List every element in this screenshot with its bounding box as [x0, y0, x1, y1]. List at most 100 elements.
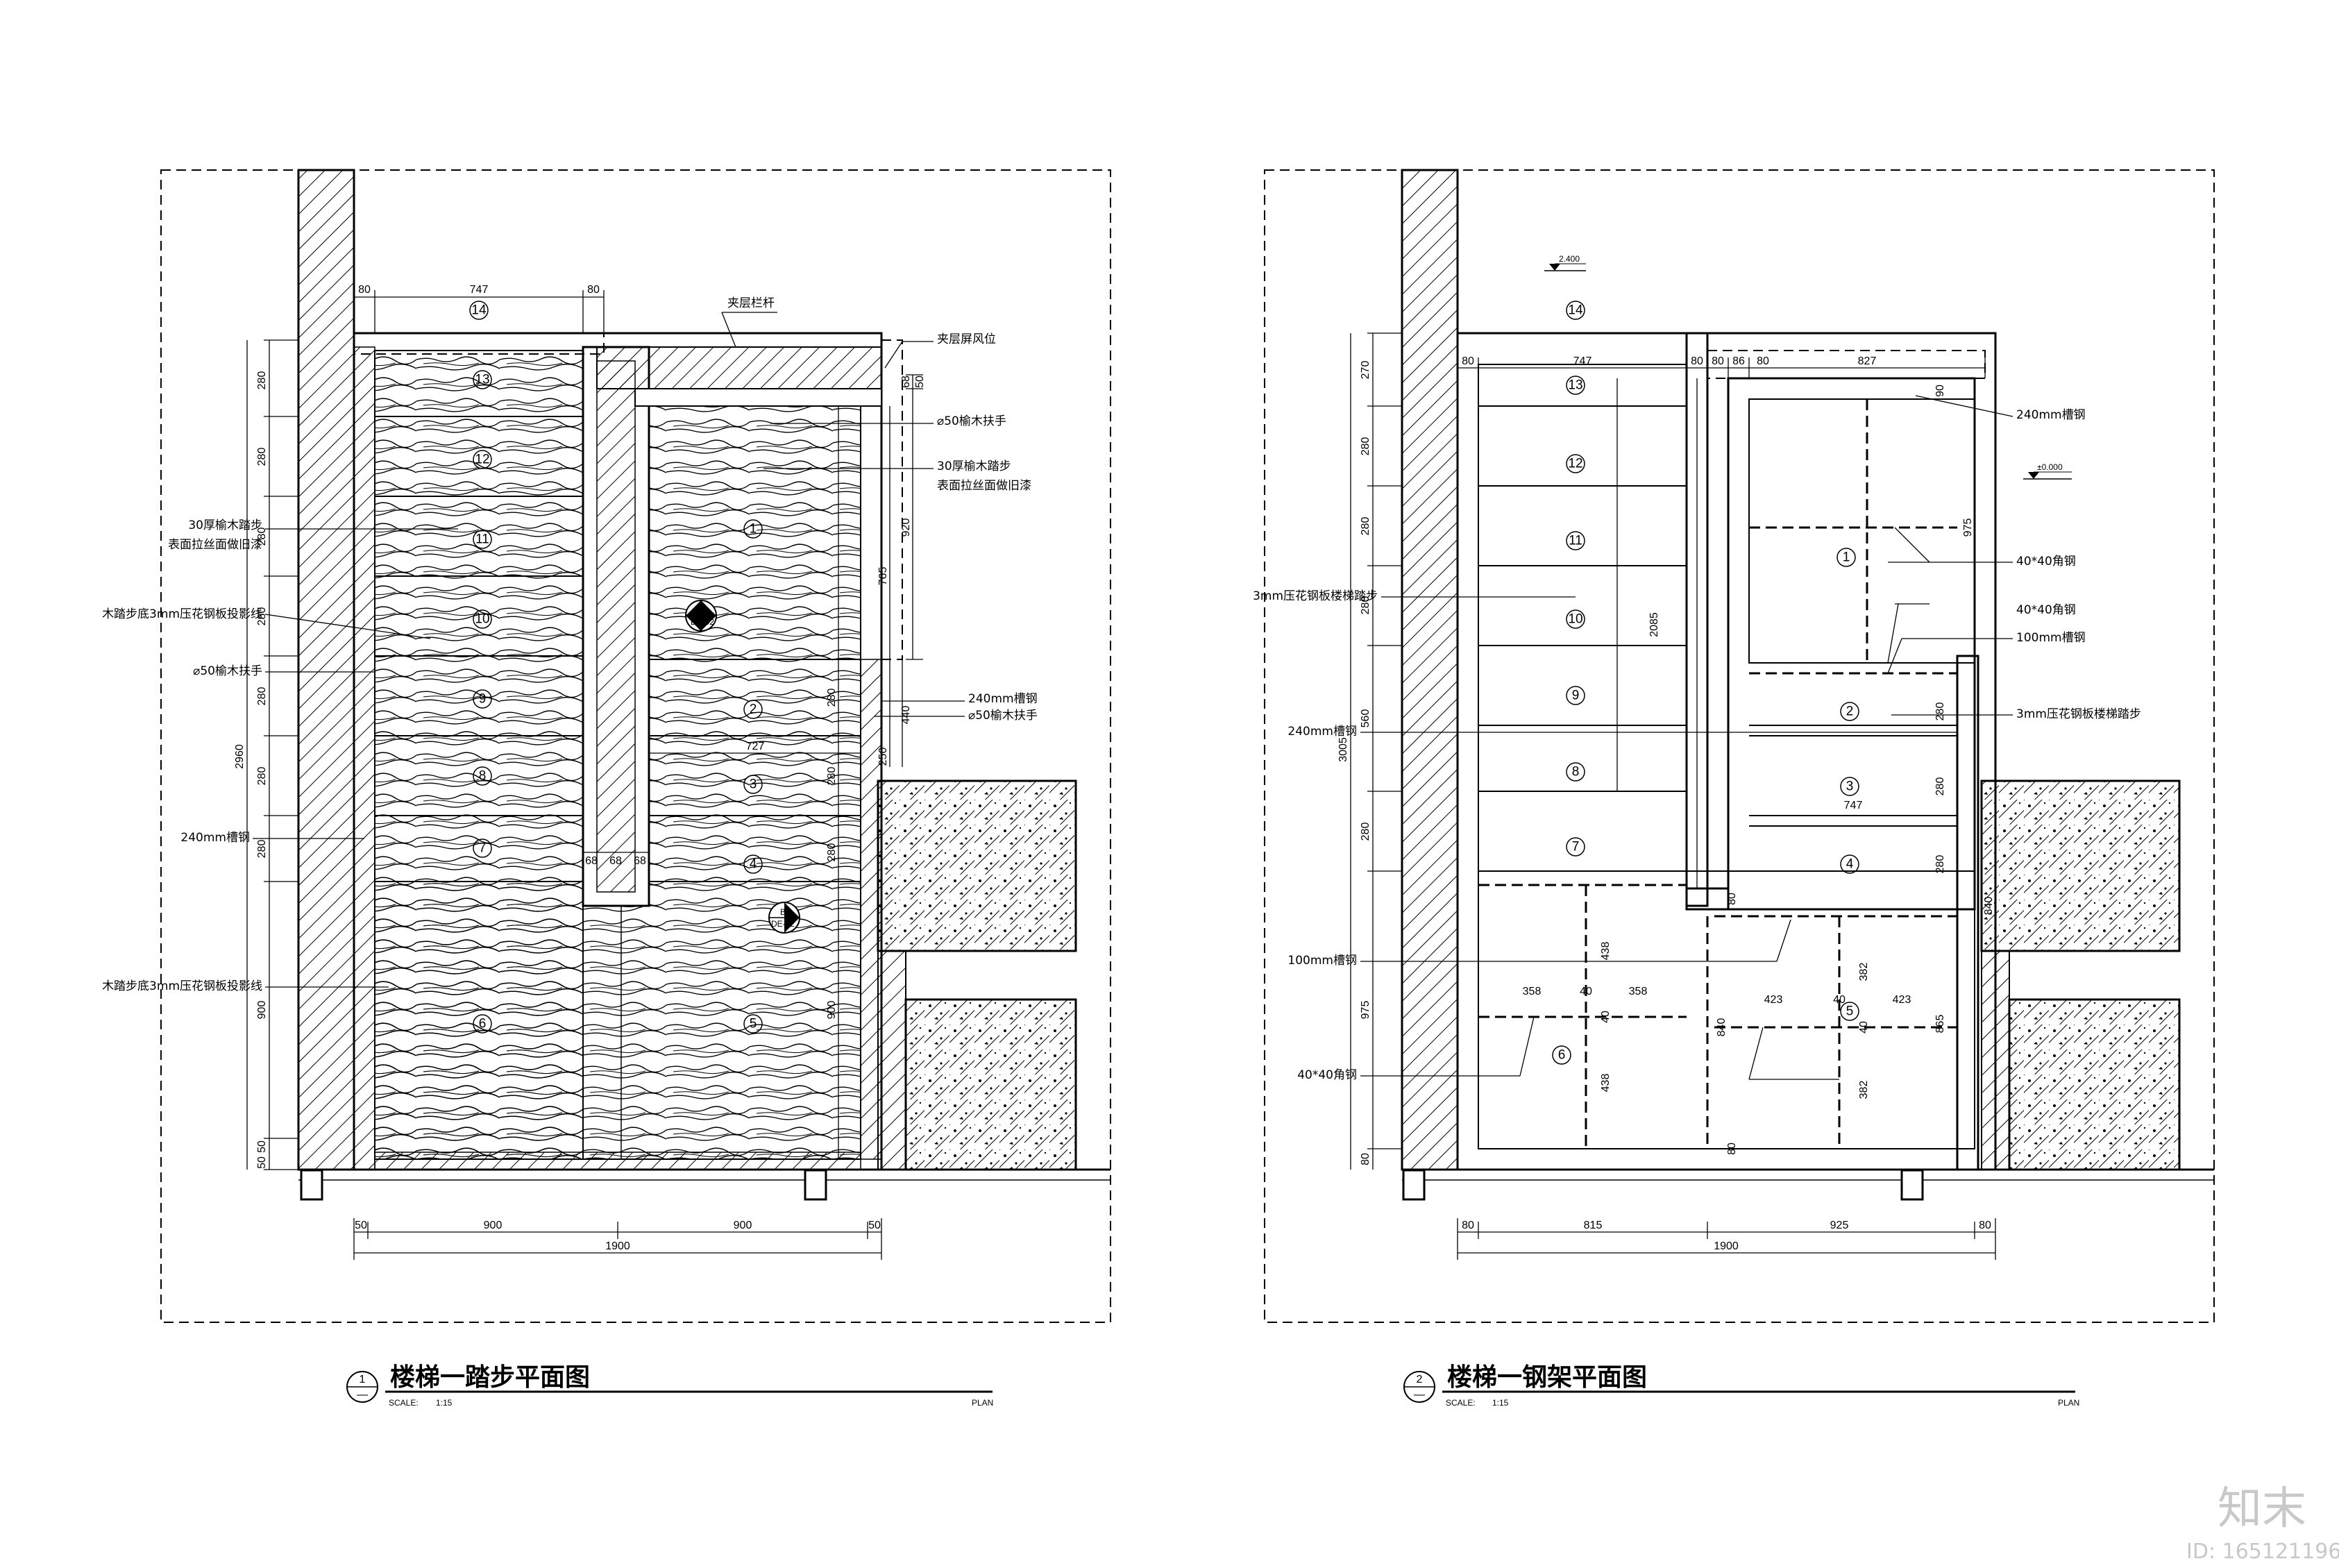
left-title-index-sub: —: [357, 1389, 368, 1401]
left-wall: [297, 169, 355, 1171]
svg-text:280: 280: [826, 767, 838, 786]
svg-text:68: 68: [609, 855, 622, 867]
svg-text:815: 815: [1584, 1220, 1603, 1231]
left-concrete-block-upper: [877, 779, 1077, 952]
left-step-numbers: 13 12 11 10 9 8 7 6 14 1 2 3 4 5: [469, 301, 763, 1034]
svg-text:8: 8: [1572, 765, 1580, 779]
step-1: 1: [750, 522, 757, 537]
left-mid-stringer-inner: [596, 360, 636, 893]
svg-text:920: 920: [900, 519, 912, 537]
label-projection-bottom: 木踏步底3mm压花钢板投影线: [102, 979, 262, 993]
label-handrail-top: ⌀50榆木扶手: [937, 414, 1006, 428]
left-leaders: [253, 312, 965, 988]
left-landing-rail: [596, 346, 882, 389]
svg-text:280: 280: [826, 689, 838, 707]
section-a-ref: DE-02: [691, 617, 714, 627]
left-bottom-dimensions: [353, 1218, 882, 1260]
dim-bottom-50b: 50: [868, 1220, 881, 1231]
step-10: 10: [475, 612, 489, 627]
right-concrete-block-lower: [2008, 998, 2181, 1171]
right-bottom-dimensions: [1457, 1218, 1996, 1260]
right-label-plate-left: 3mm压花钢板楼梯踏步: [1253, 589, 1378, 603]
left-title-index: 1: [360, 1374, 366, 1385]
right-tread-lines: [1478, 405, 1957, 827]
right-label-angle-2: 40*40角钢: [2016, 603, 2076, 617]
svg-text:280: 280: [256, 840, 268, 859]
dim-bottom-900a: 900: [484, 1220, 503, 1231]
svg-text:40: 40: [1600, 1011, 1612, 1023]
svg-text:2085: 2085: [1648, 612, 1660, 637]
label-tread-right: 30厚榆木踏步: [937, 460, 1011, 473]
svg-text:865: 865: [1934, 1015, 1946, 1034]
right-bottom-dim-texts: 80 815 925 80 1900: [1462, 1220, 1991, 1252]
right-step-numbers: 14 13 12 11 10 9 8 7 6 1 2 3 4 5: [1552, 301, 1859, 1065]
label-channel-right: 240mm槽钢: [968, 692, 1038, 706]
svg-text:6: 6: [1558, 1048, 1566, 1063]
label-railing: 夹层栏杆: [727, 296, 775, 310]
right-viewport-border: [1264, 169, 2215, 1323]
label-handrail-right: ⌀50榆木扶手: [968, 709, 1038, 723]
svg-text:10: 10: [1568, 612, 1582, 627]
right-upper-flight-frame: [1727, 377, 1976, 911]
right-frame-outer: [1456, 332, 1997, 1171]
right-plan-tag: PLAN: [2058, 1398, 2079, 1408]
watermark-id: ID: 165121196: [2186, 1540, 2339, 1564]
svg-text:280: 280: [1934, 855, 1946, 874]
svg-text:280: 280: [256, 448, 268, 466]
svg-text:900: 900: [826, 1001, 838, 1020]
svg-text:80: 80: [1691, 355, 1703, 367]
svg-text:747: 747: [1844, 800, 1863, 811]
left-top-dimensions: [353, 290, 605, 333]
svg-text:12: 12: [1568, 457, 1582, 471]
left-screen-outline: [881, 339, 903, 660]
svg-text:3005: 3005: [1337, 737, 1349, 762]
dim-top-80a: 80: [358, 284, 371, 296]
label-handrail-left: ⌀50榆木扶手: [193, 664, 262, 678]
svg-text:280: 280: [256, 687, 268, 706]
svg-text:40: 40: [1580, 986, 1592, 997]
right-mid-channel: [1685, 332, 1709, 907]
left-scale-label: SCALE:: [389, 1398, 419, 1408]
right-title-index: 2: [1417, 1374, 1423, 1385]
dim-bottom-900b: 900: [734, 1220, 752, 1231]
svg-text:5: 5: [1846, 1004, 1854, 1019]
left-landing-rail-inner: [634, 388, 882, 407]
level-0000: ±0.000: [2037, 462, 2063, 472]
right-angle-steel: [1478, 399, 1957, 1149]
step-11: 11: [475, 532, 489, 547]
svg-text:280: 280: [256, 371, 268, 390]
level-2400: 2.400: [1559, 254, 1580, 264]
left-vertical-dimensions: [246, 339, 298, 1170]
label-tread-left: 30厚榆木踏步: [188, 519, 262, 532]
right-lower-frame: [1478, 870, 1975, 1149]
left-title-block: 1 — 楼梯一踏步平面图 SCALE: 1:15 PLAN: [346, 1363, 993, 1408]
svg-text:423: 423: [1764, 994, 1783, 1006]
svg-text:925: 925: [1830, 1220, 1849, 1231]
svg-text:68: 68: [585, 855, 598, 867]
dim-bottom-50a: 50: [355, 1220, 367, 1231]
svg-text:1900: 1900: [1714, 1240, 1739, 1252]
left-bottom-plate: [374, 1152, 861, 1170]
right-concrete-wall-side: [1981, 950, 2010, 1170]
svg-text:4: 4: [1846, 857, 1854, 872]
left-viewport-border: [160, 169, 1111, 1323]
svg-text:280: 280: [826, 843, 838, 862]
svg-text:80: 80: [1757, 355, 1769, 367]
section-b-ref: DE-02: [771, 919, 795, 929]
step-8: 8: [479, 769, 487, 784]
left-section-marker-a: A DE-02: [685, 600, 717, 632]
svg-text:80: 80: [1979, 1220, 1991, 1231]
svg-text:3: 3: [1846, 779, 1854, 794]
svg-text:280: 280: [1360, 596, 1371, 615]
svg-text:382: 382: [1858, 963, 1870, 981]
watermark: 知末 ID: 165121196: [2186, 1483, 2339, 1564]
svg-text:50: 50: [914, 376, 926, 388]
right-top-dim-texts: 80 747 80 80 86 80 827: [1462, 355, 1876, 367]
svg-text:900: 900: [256, 1001, 268, 1020]
step-14: 14: [471, 303, 487, 318]
left-title: 楼梯一踏步平面图: [390, 1363, 590, 1392]
svg-text:840: 840: [1983, 897, 1995, 916]
right-label-angle-left: 40*40角钢: [1297, 1068, 1357, 1082]
svg-text:827: 827: [1858, 355, 1877, 367]
svg-text:440: 440: [900, 706, 912, 725]
